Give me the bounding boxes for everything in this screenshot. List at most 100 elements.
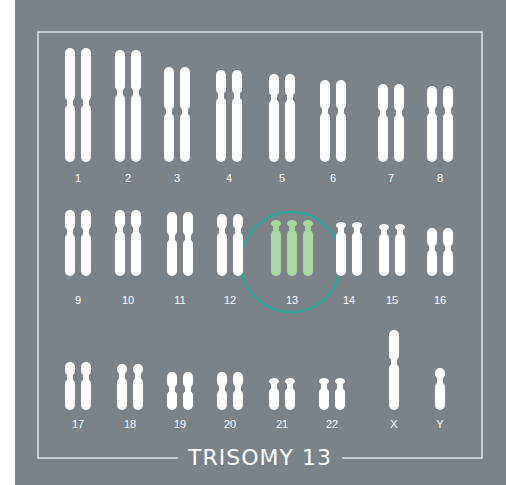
chromosome-arm (443, 86, 453, 110)
chromosome-arm (65, 362, 75, 376)
chromosome (443, 228, 453, 276)
centromere (182, 109, 188, 115)
centromere (166, 109, 172, 115)
centromere (445, 245, 451, 251)
centromere (185, 235, 191, 241)
chromosome-arm (379, 233, 389, 276)
chromosome-arm (81, 48, 91, 101)
centromere (235, 385, 241, 391)
chromosome-arm (183, 391, 193, 410)
chromosome-number: 13 (286, 294, 298, 307)
chromosome-arm (233, 372, 243, 387)
chromosome-number: 18 (124, 418, 136, 431)
chromosome (335, 378, 345, 410)
chromosome-arm (65, 210, 75, 230)
chromosome-arm (435, 368, 445, 379)
chromosome (320, 80, 330, 162)
chromosome-arm (115, 231, 125, 276)
chromosome-arm (232, 97, 242, 162)
centromere (273, 225, 279, 231)
centromere (169, 235, 175, 241)
chromosome-arm (269, 74, 279, 96)
centromere (396, 110, 402, 116)
chromosome-arm (180, 67, 190, 110)
chromosome-arm (216, 70, 226, 94)
chromosome-number: 2 (125, 172, 131, 185)
centromere (67, 374, 73, 380)
centromere (437, 378, 443, 384)
chromosome-number: 9 (75, 294, 81, 307)
chromosome (131, 50, 141, 162)
highlight-circle (241, 212, 341, 312)
chromosome-arm (167, 391, 177, 410)
chromosome-arm (180, 113, 190, 162)
centromere (271, 95, 277, 101)
chromosome-arm (336, 80, 346, 110)
chromosome-arm (378, 114, 388, 162)
chromosome-number: 1 (75, 172, 81, 185)
chromosome-arm (435, 382, 445, 410)
centromere (67, 100, 73, 106)
chromosome (167, 212, 177, 276)
chromosome (167, 372, 177, 410)
chromosome-arm (217, 372, 227, 387)
chromosome (427, 86, 437, 162)
centromere (235, 228, 241, 234)
chromosome-arm (443, 250, 453, 276)
chromosome-arm (269, 388, 279, 411)
chromosome (115, 50, 125, 162)
chromosome-arm (394, 114, 404, 162)
chromosome-arm (389, 364, 399, 411)
centromere (83, 229, 89, 235)
chromosome-arm (131, 94, 141, 162)
chromosome-number: 16 (434, 294, 446, 307)
chromosome-arm (233, 390, 243, 410)
chromosome-arm (217, 232, 227, 276)
chromosome-arm (427, 113, 437, 162)
centromere (219, 228, 225, 234)
chromosome (443, 86, 453, 162)
centromere (287, 95, 293, 101)
centromere (338, 227, 344, 233)
chromosome-arm (303, 230, 313, 276)
chromosome-arm (232, 70, 242, 94)
chromosome (180, 67, 190, 162)
chromosome (133, 364, 143, 410)
chromosome-arm (285, 388, 295, 411)
chromosome (378, 84, 388, 162)
frame (38, 32, 482, 458)
chromosome-arm (65, 379, 75, 410)
chromosome-arm (427, 228, 437, 247)
chromosome-arm (81, 210, 91, 230)
chromosome-number: 17 (72, 418, 84, 431)
chromosome-arm (167, 372, 177, 388)
chromosome (131, 210, 141, 276)
chromosome (81, 362, 91, 410)
chromosome-number: 21 (276, 418, 288, 431)
centromere (354, 227, 360, 233)
centromere (67, 229, 73, 235)
chromosome-number: 11 (174, 294, 185, 307)
chromosome (233, 372, 243, 410)
chromosome-arm (352, 232, 362, 276)
chromosome-arm (285, 74, 295, 96)
centromere (117, 90, 123, 96)
chromosome-number: 5 (279, 172, 285, 185)
chromosome-arm (183, 372, 193, 388)
chromosome-arm (427, 86, 437, 110)
centromere (234, 93, 240, 99)
centromere (133, 227, 139, 233)
chromosome (183, 372, 193, 410)
centromere (338, 108, 344, 114)
chromosome-number: 7 (388, 172, 394, 185)
centromere (133, 90, 139, 96)
centromere (83, 374, 89, 380)
chromosome-arm (65, 233, 75, 276)
centromere (218, 93, 224, 99)
title: TRISOMY 13 (178, 445, 342, 471)
chromosome-arm (164, 113, 174, 162)
chromosome-arm (115, 50, 125, 91)
centromere (169, 386, 175, 392)
chromosome (183, 212, 193, 276)
chromosome-arm (81, 362, 91, 376)
